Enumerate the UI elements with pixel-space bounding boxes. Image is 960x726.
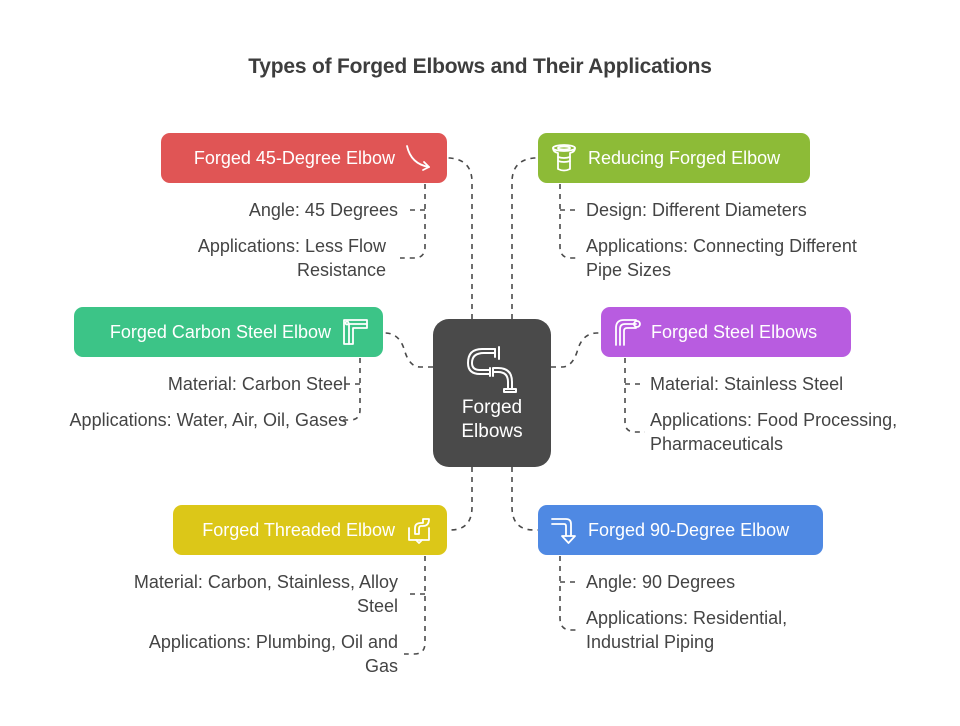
detail-text: Applications: Less Flow xyxy=(197,236,386,256)
branch-label: Forged 90-Degree Elbow xyxy=(588,519,790,540)
connector-reducing-details xyxy=(559,184,580,259)
branch-forged-carbon-steel-elbow[interactable]: Forged Carbon Steel Elbow xyxy=(74,307,383,357)
central-label-line2: Elbows xyxy=(461,421,523,442)
curved-arrow-icon xyxy=(403,142,435,174)
detail-carbon-material: Material: Carbon Steel xyxy=(168,372,347,396)
branch-reducing-forged-elbow[interactable]: Reducing Forged Elbow xyxy=(538,133,810,183)
detail-threaded-material: Material: Carbon, Stainless, Alloy Steel xyxy=(134,570,398,618)
branch-label: Reducing Forged Elbow xyxy=(588,147,781,168)
detail-text: Steel xyxy=(356,596,398,616)
connector-threaded xyxy=(447,467,473,531)
pipe-corner-icon xyxy=(339,316,371,348)
detail-steel-applications: Applications: Food Processing, Pharmaceu… xyxy=(650,408,897,456)
detail-text: Pipe Sizes xyxy=(586,260,672,280)
branch-forged-90-degree-elbow[interactable]: Forged 90-Degree Elbow xyxy=(538,505,823,555)
branch-forged-45-degree-elbow[interactable]: Forged 45-Degree Elbow xyxy=(161,133,447,183)
detail-45-angle: Angle: 45 Degrees xyxy=(249,198,398,222)
detail-text: Resistance xyxy=(296,260,386,280)
pipe-elbows-icon xyxy=(462,339,522,399)
central-topic-label: Forged Elbows xyxy=(433,396,551,444)
connector-steel-details xyxy=(624,358,645,433)
branch-forged-threaded-elbow[interactable]: Forged Threaded Elbow xyxy=(173,505,447,555)
connector-45-details xyxy=(400,184,426,259)
detail-45-applications: Applications: Less Flow Resistance xyxy=(198,234,386,282)
detail-text: Applications: Plumbing, Oil and xyxy=(148,632,398,652)
bent-pipe-icon xyxy=(611,316,643,348)
detail-90-angle: Angle: 90 Degrees xyxy=(586,570,735,594)
connector-45-degree xyxy=(447,157,473,319)
central-topic-node[interactable]: Forged Elbows xyxy=(433,319,551,467)
branch-label: Forged Threaded Elbow xyxy=(202,519,395,540)
connector-threaded-details xyxy=(404,556,426,655)
detail-text: Applications: Residential, xyxy=(586,608,788,628)
central-label-line1: Forged xyxy=(461,397,523,418)
branch-label: Forged Steel Elbows xyxy=(651,321,818,342)
detail-text: Gas xyxy=(364,656,398,676)
detail-text: Material: Stainless Steel xyxy=(650,374,844,394)
detail-carbon-applications: Applications: Water, Air, Oil, Gases xyxy=(70,408,347,432)
detail-text: Applications: Water, Air, Oil, Gases xyxy=(69,410,347,430)
branch-label: Forged 45-Degree Elbow xyxy=(193,147,395,168)
detail-text: Angle: 90 Degrees xyxy=(586,572,736,592)
connector-90-details xyxy=(559,556,580,631)
connector-reducing xyxy=(511,157,538,319)
detail-text: Angle: 45 Degrees xyxy=(248,200,398,220)
branch-label: Forged Carbon Steel Elbow xyxy=(109,321,331,342)
detail-reducing-design: Design: Different Diameters xyxy=(586,198,807,222)
branch-forged-steel-elbows[interactable]: Forged Steel Elbows xyxy=(601,307,851,357)
turn-down-arrow-icon xyxy=(548,514,580,546)
detail-reducing-applications: Applications: Connecting Different Pipe … xyxy=(586,234,857,282)
detail-text: Material: Carbon Steel xyxy=(167,374,347,394)
detail-steel-material: Material: Stainless Steel xyxy=(650,372,843,396)
diagram-title: Types of Forged Elbows and Their Applica… xyxy=(248,55,712,78)
connector-carbon xyxy=(383,332,433,368)
detail-threaded-applications: Applications: Plumbing, Oil and Gas xyxy=(149,630,398,678)
detail-text: Design: Different Diameters xyxy=(586,200,807,220)
detail-text: Material: Carbon, Stainless, Alloy xyxy=(133,572,398,592)
detail-text: Pharmaceuticals xyxy=(650,434,784,454)
detail-text: Applications: Connecting Different xyxy=(586,236,857,256)
connector-90-degree xyxy=(511,467,538,531)
detail-text: Applications: Food Processing, xyxy=(650,410,898,430)
connector-steel xyxy=(551,332,601,368)
threaded-pipe-icon xyxy=(403,514,435,546)
detail-90-applications: Applications: Residential, Industrial Pi… xyxy=(586,606,787,654)
detail-text: Industrial Piping xyxy=(586,632,715,652)
reducer-pipe-icon xyxy=(548,142,580,174)
